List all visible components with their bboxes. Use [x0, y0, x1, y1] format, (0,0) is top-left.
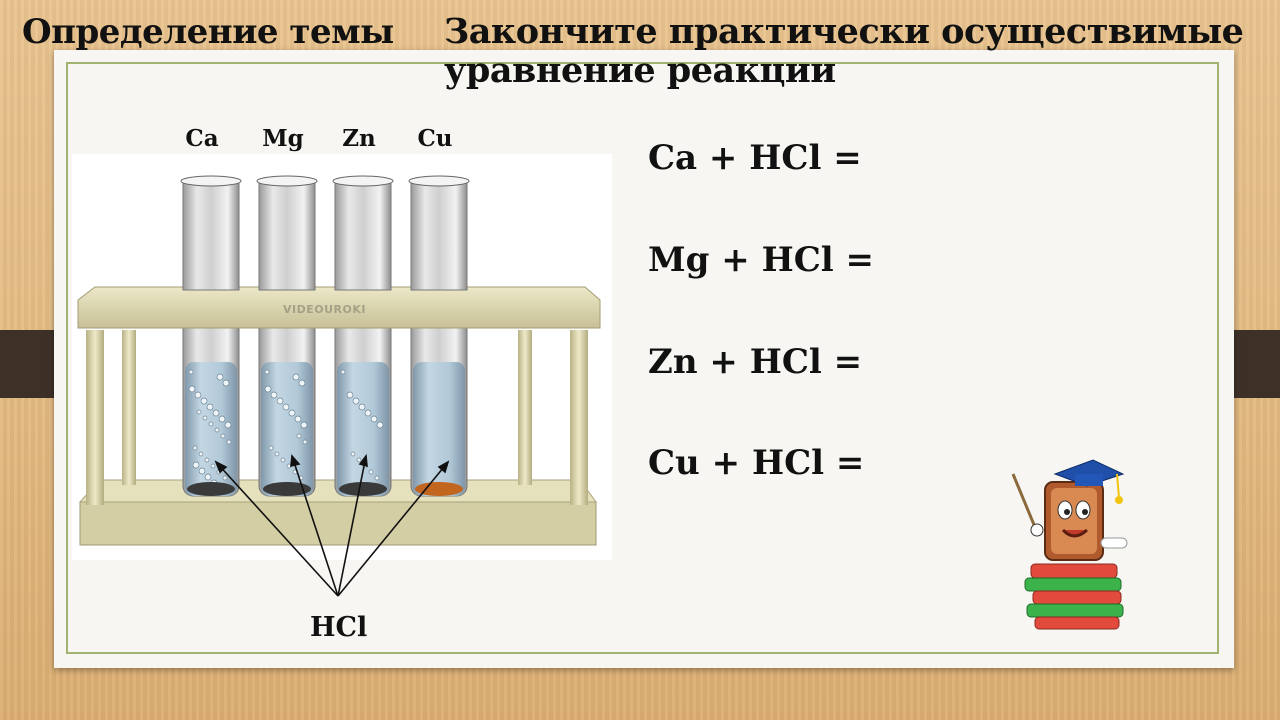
tube-rim	[408, 175, 470, 187]
task-line-2: уравнение реакции	[444, 50, 836, 92]
rack-leg	[122, 330, 136, 485]
gas-bubble	[350, 451, 356, 457]
gas-bubble	[208, 421, 214, 427]
gas-bubble	[294, 415, 302, 423]
test-tube-upper	[258, 179, 316, 291]
gas-bubble	[200, 397, 208, 405]
gas-bubble	[292, 373, 300, 381]
tube-label-cu: Cu	[417, 125, 453, 152]
gas-bubble	[288, 409, 296, 417]
gas-bubble	[264, 369, 270, 375]
gas-bubble	[206, 403, 214, 411]
gas-bubble	[282, 403, 290, 411]
gas-bubble	[202, 415, 208, 421]
gas-bubble	[370, 415, 378, 423]
gas-bubble	[220, 433, 226, 439]
gas-bubble	[198, 451, 204, 457]
gas-bubble	[194, 391, 202, 399]
gas-bubble	[340, 369, 346, 375]
gas-bubble	[224, 421, 232, 429]
watermark-text: VIDEOUROKI	[283, 303, 366, 316]
rack-leg	[86, 330, 104, 505]
gas-bubble	[192, 445, 198, 451]
section-title: Определение темы	[22, 12, 394, 52]
gas-bubble	[280, 457, 286, 463]
gas-bubble	[222, 379, 230, 387]
test-tube-upper	[410, 179, 468, 291]
rack-leg	[570, 330, 588, 505]
tube-rim	[332, 175, 394, 187]
tube-rim	[256, 175, 318, 187]
tube-liquid	[413, 362, 465, 496]
gas-bubble	[222, 475, 228, 481]
tube-rim	[180, 175, 242, 187]
book-mascot-icon	[1011, 459, 1128, 630]
gas-bubble	[264, 385, 272, 393]
equation-mg: Mg + HCl =	[648, 240, 874, 280]
tube-label-zn: Zn	[342, 125, 376, 152]
gas-bubble	[368, 469, 374, 475]
gas-bubble	[274, 451, 280, 457]
rack-leg	[518, 330, 532, 485]
tube-label-mg: Mg	[262, 125, 304, 152]
equation-zn: Zn + HCl =	[648, 342, 863, 382]
tube-sediment	[339, 482, 387, 496]
equation-ca: Ca + HCl =	[648, 138, 862, 178]
tube-sediment	[263, 482, 311, 496]
gas-bubble	[300, 421, 308, 429]
gas-bubble	[188, 369, 194, 375]
slide-frame	[66, 62, 1219, 654]
tube-label-ca: Ca	[185, 125, 219, 152]
gas-bubble	[218, 415, 226, 423]
gas-bubble	[298, 379, 306, 387]
equation-cu: Cu + HCl =	[648, 443, 865, 483]
test-tube-upper	[182, 179, 240, 291]
gas-bubble	[212, 409, 220, 417]
acid-label: HCl	[310, 612, 368, 643]
rack-top-plate	[77, 286, 601, 329]
gas-bubble	[210, 463, 216, 469]
gas-bubble	[214, 427, 220, 433]
gas-bubble	[196, 409, 202, 415]
test-tube-upper	[334, 179, 392, 291]
gas-bubble	[204, 473, 212, 481]
gas-bubble	[374, 475, 380, 481]
gas-bubble	[376, 421, 384, 429]
gas-bubble	[204, 457, 210, 463]
task-title: Закончите практически осуществимые уравн…	[444, 12, 1244, 90]
gas-bubble	[226, 439, 232, 445]
gas-bubble	[216, 373, 224, 381]
gas-bubble	[346, 391, 354, 399]
gas-bubble	[358, 403, 366, 411]
gas-bubble	[302, 439, 308, 445]
gas-bubble	[192, 461, 200, 469]
gas-bubble	[276, 397, 284, 405]
task-line-1: Закончите практически осуществимые	[444, 11, 1244, 52]
gas-bubble	[296, 433, 302, 439]
tube-sediment	[415, 482, 463, 496]
gas-bubble	[352, 397, 360, 405]
gas-bubble	[270, 391, 278, 399]
gas-bubble	[356, 457, 362, 463]
gas-bubble	[198, 467, 206, 475]
gas-bubble	[188, 385, 196, 393]
gas-bubble	[268, 445, 274, 451]
gas-bubble	[364, 409, 372, 417]
tube-sediment	[187, 482, 235, 496]
